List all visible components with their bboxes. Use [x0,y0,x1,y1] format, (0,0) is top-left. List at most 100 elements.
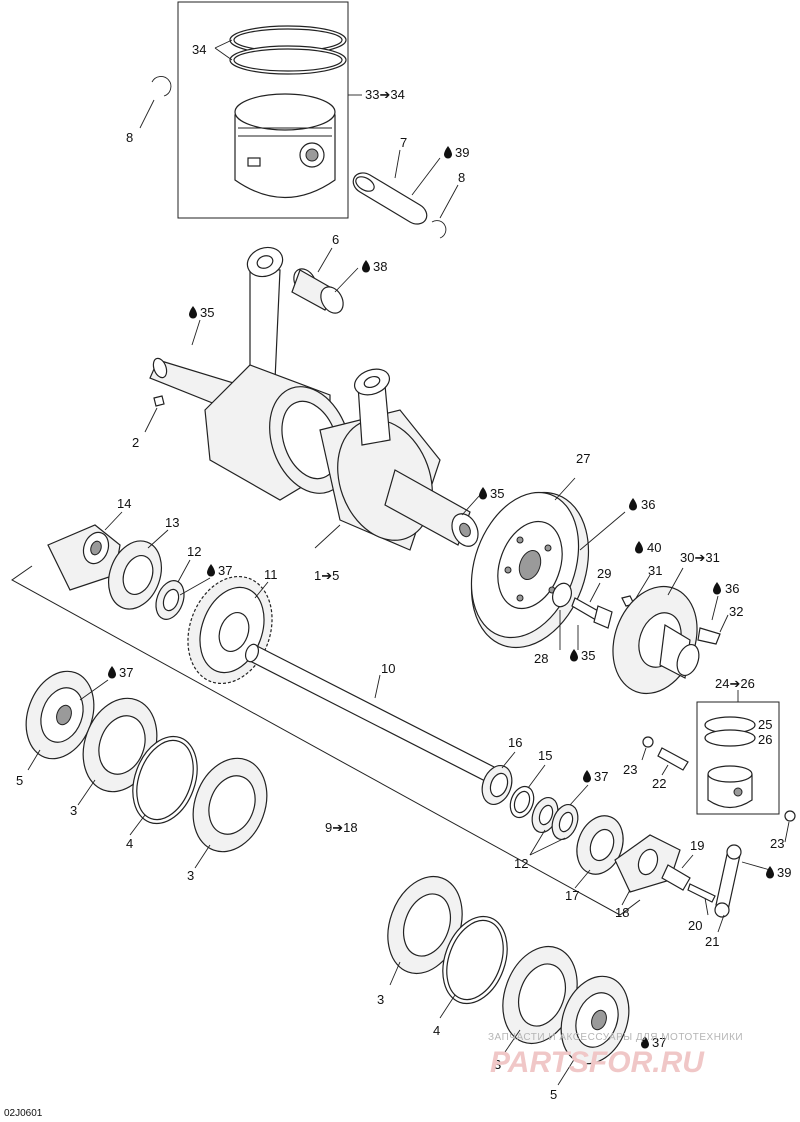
label-21: 21 [705,934,719,949]
bolt-20 [687,883,716,903]
label-35c: 35 [581,648,595,663]
piston-group [139,1,362,219]
label-3b: 3 [187,868,194,883]
counterweight-group [47,511,123,591]
balancer-gear-group [187,575,273,685]
label-24-26: 24➔26 [715,676,755,691]
crankshaft-group [144,246,481,551]
drive-flange-group [612,567,729,695]
label-14: 14 [117,496,131,511]
spacer-19 [661,864,691,891]
oil-drop-icon [629,498,637,511]
label-12a: 12 [187,544,201,559]
seal-12-group [155,559,211,620]
label-10: 10 [381,661,395,676]
oil-drop-icon [583,770,591,783]
label-3d: 3 [494,1057,501,1072]
label-25: 25 [758,717,772,732]
diagram-code: 02J0601 [4,1108,43,1119]
label-40: 40 [647,540,661,555]
label-19: 19 [690,838,704,853]
label-34: 34 [192,42,206,57]
label-12b: 12 [514,856,528,871]
bearing-16-group [481,751,546,819]
label-35a: 35 [200,305,214,320]
label-33-34: 33➔34 [365,87,405,102]
label-16: 16 [508,735,522,750]
label-36a: 36 [641,497,655,512]
balancer-frame [11,565,641,916]
circlip-right [431,220,447,239]
label-8b: 8 [458,170,465,185]
needle-bearing-group [291,247,359,314]
washer [551,582,573,608]
label-11: 11 [264,567,278,582]
label-30-31: 30➔31 [680,550,720,565]
bearing-17-group [574,815,681,906]
label-32: 32 [729,604,743,619]
balancer-shaft [247,644,501,786]
plug-23b [784,810,796,822]
label-37d: 37 [652,1035,666,1050]
label-23a: 23 [623,762,637,777]
label-20: 20 [688,918,702,933]
balancer-piston [707,774,753,809]
piston-pin-group [352,149,459,239]
label-28: 28 [534,651,548,666]
oil-drop-icon [362,260,370,273]
oil-drop-icon [713,582,721,595]
label-5b: 5 [550,1087,557,1102]
oil-drop-icon [108,666,116,679]
label-17: 17 [565,888,579,903]
seal-12-right-group [529,784,589,856]
label-31: 31 [648,563,662,578]
label-22: 22 [652,776,666,791]
label-37c: 37 [594,769,608,784]
label-36b: 36 [725,581,739,596]
oil-drop-icon [479,487,487,500]
oil-drop-icon [189,306,197,319]
watermark-caption: ЗАПЧАСТИ И АКСЕССУАРЫ ДЛЯ МОТОТЕХНИКИ [488,1032,743,1043]
oil-drop-icon [635,541,643,554]
label-1-5: 1➔5 [314,568,339,583]
label-4b: 4 [433,1023,440,1038]
label-3c: 3 [377,992,384,1007]
label-26: 26 [758,732,772,747]
label-8a: 8 [126,130,133,145]
balancer-piston-group [696,690,780,815]
label-15: 15 [538,748,552,763]
key [153,395,165,407]
oil-drop-icon [766,866,774,879]
bearing-13-group [108,529,169,610]
balancer-shaft-group [244,643,501,786]
label-4a: 4 [126,836,133,851]
label-3a: 3 [70,803,77,818]
piston-crown [234,93,336,131]
label-29: 29 [597,566,611,581]
label-5a: 5 [16,773,23,788]
left-bearing-stack [25,670,268,869]
flywheel-group [470,477,626,650]
label-37b: 37 [119,665,133,680]
plug-23a [642,736,654,748]
label-18: 18 [615,905,629,920]
lower-bearing-stack [387,875,630,1086]
watermark-logo: PARTSFOR.RU [490,1046,705,1079]
small-parts-group [641,736,796,933]
callout-labels: 34 33➔34 8 7 39 8 6 38 35 2 35 27 36 1➔5… [16,42,791,1102]
label-27: 27 [576,451,590,466]
circlip-left [151,76,172,97]
oil-drop-icon [207,564,215,577]
label-39b: 39 [777,865,791,880]
label-7: 7 [400,135,407,150]
oil-drop-icon [570,649,578,662]
pin-22 [657,747,689,771]
oil-drop-icon [444,146,452,159]
crankshaft-right-end [384,469,471,546]
flange-screw [697,627,721,645]
piston-frame [177,1,349,219]
label-6: 6 [332,232,339,247]
label-39a: 39 [455,145,469,160]
label-37a: 37 [218,563,232,578]
